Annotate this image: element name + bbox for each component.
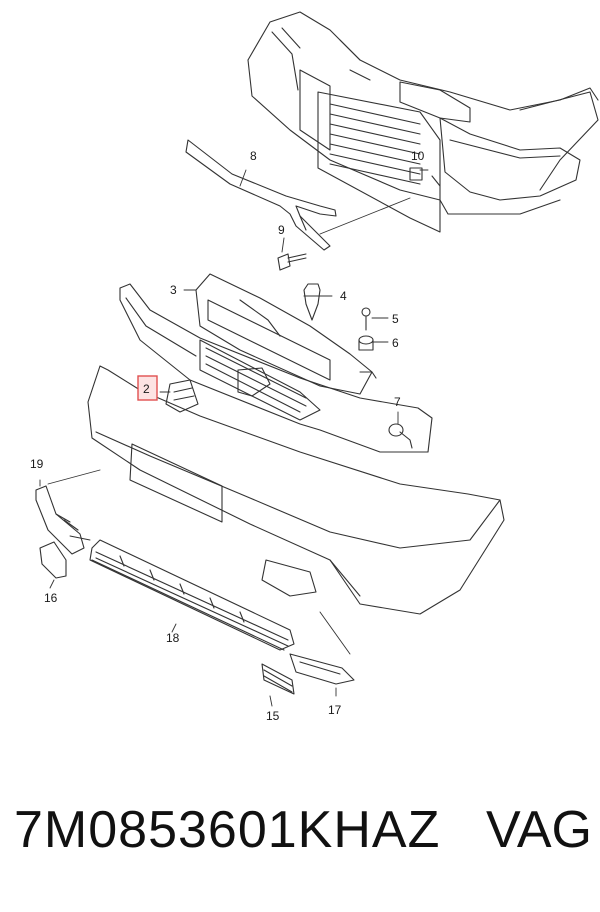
callout-19: 19 — [30, 457, 44, 471]
part-19-bracket — [35, 485, 85, 555]
callout-17: 17 — [328, 703, 342, 717]
bumper-cover — [87, 365, 505, 615]
callout-7: 7 — [394, 395, 401, 409]
callout-2: 2 — [143, 382, 150, 396]
part-5-screw — [361, 307, 371, 331]
callout-8: 8 — [250, 149, 257, 163]
callout-2-highlight — [137, 375, 158, 401]
part-4-clip — [303, 283, 321, 321]
part-6-bushing — [358, 335, 374, 351]
callout-5: 5 — [392, 312, 399, 326]
part-7-clip — [388, 423, 413, 449]
leader-lines — [39, 169, 429, 707]
part-15-small-grille — [261, 663, 295, 695]
part-8-bracket — [185, 139, 337, 251]
callout-18: 18 — [166, 631, 180, 645]
front-end-assembly — [247, 11, 599, 233]
parts-exploded-diagram: 2 3 4 5 6 7 8 9 10 15 16 17 18 19 — [30, 11, 599, 723]
part-3-grille — [119, 273, 433, 453]
part-9-bolt — [277, 253, 307, 271]
callout-10: 10 — [411, 149, 425, 163]
callout-3: 3 — [170, 283, 177, 297]
brand-text: VAG — [486, 801, 592, 859]
callout-4: 4 — [340, 289, 347, 303]
part-number-text: 7M0853601KHAZ — [14, 801, 441, 859]
callout-9: 9 — [278, 223, 285, 237]
callout-6: 6 — [392, 336, 399, 350]
part-17-fog-cover — [289, 653, 355, 685]
part-16-cap — [39, 541, 67, 579]
callout-16: 16 — [44, 591, 58, 605]
part-18-lower-grille — [89, 539, 295, 651]
caption-bar: 7M0853601KHAZ VAG — [0, 800, 600, 880]
part-2-emblem — [165, 379, 199, 413]
callout-15: 15 — [266, 709, 280, 723]
